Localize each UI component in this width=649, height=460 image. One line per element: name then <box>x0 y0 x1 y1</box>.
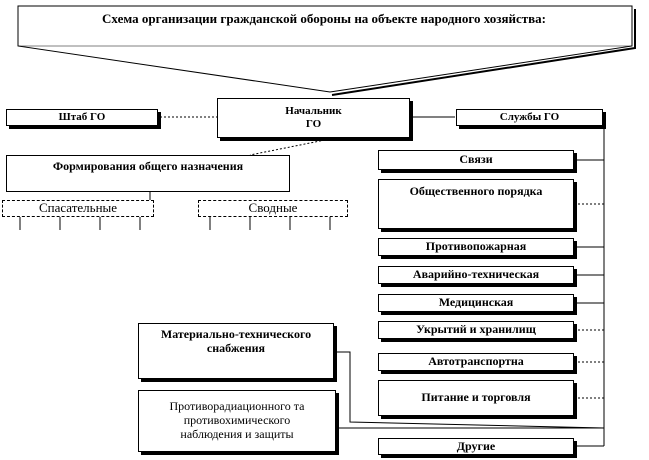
services-header-box: Службы ГО <box>456 109 603 126</box>
service-other-text: Другие <box>456 438 496 453</box>
service-medical: Медицинская <box>378 294 574 312</box>
service-transport-text: Автотранспортна <box>428 354 524 369</box>
service-fire-text: Противопожарная <box>425 239 527 254</box>
service-shelters-text: Укрытий и хранилищ <box>416 322 536 337</box>
line-chief-formations <box>249 139 326 156</box>
service-public-order: Общественного порядка <box>378 179 574 229</box>
combined-box: Сводные <box>198 200 348 217</box>
combined-box-text: Сводные <box>248 200 298 216</box>
title-callout-outline <box>17 5 633 93</box>
service-shelters: Укрытий и хранилищ <box>378 321 574 339</box>
service-public-order-text: Общественного порядка <box>409 184 543 198</box>
protection-box: Противорадиационного та противохимическо… <box>138 390 336 452</box>
chief-box: Начальник ГО <box>217 98 410 138</box>
service-medical-text: Медицинская <box>438 295 514 310</box>
service-emergency-technical: Аварийно-техническая <box>378 266 574 284</box>
rescue-box-text: Спасательные <box>38 200 118 216</box>
service-communications-text: Связи <box>459 152 493 167</box>
service-other: Другие <box>378 438 574 455</box>
title-callout-shadow <box>331 9 636 96</box>
service-food-trade-text: Питание и торговля <box>421 390 531 405</box>
service-emergency-technical-text: Аварийно-техническая <box>412 267 540 282</box>
staff-box: Штаб ГО <box>6 109 158 126</box>
service-fire: Противопожарная <box>378 238 574 256</box>
diagram-title-text: Схема организации гражданской обороны на… <box>102 10 546 26</box>
service-food-trade: Питание и торговля <box>378 380 574 416</box>
supply-box: Материально-технического снабжения <box>138 323 334 379</box>
chief-box-text: Начальник ГО <box>285 105 342 130</box>
protection-box-text: Противорадиационного та противохимическо… <box>169 399 305 441</box>
diagram-title: Схема организации гражданской обороны на… <box>26 8 622 30</box>
services-header-text: Службы ГО <box>499 111 560 124</box>
formations-box: Формирования общего назначения <box>6 155 290 192</box>
staff-box-text: Штаб ГО <box>58 111 106 124</box>
service-transport: Автотранспортна <box>378 353 574 371</box>
rescue-box: Спасательные <box>2 200 154 217</box>
line-supply <box>334 351 605 429</box>
service-communications: Связи <box>378 150 574 170</box>
formations-box-text: Формирования общего назначения <box>52 159 244 173</box>
supply-box-text: Материально-технического снабжения <box>160 327 312 355</box>
